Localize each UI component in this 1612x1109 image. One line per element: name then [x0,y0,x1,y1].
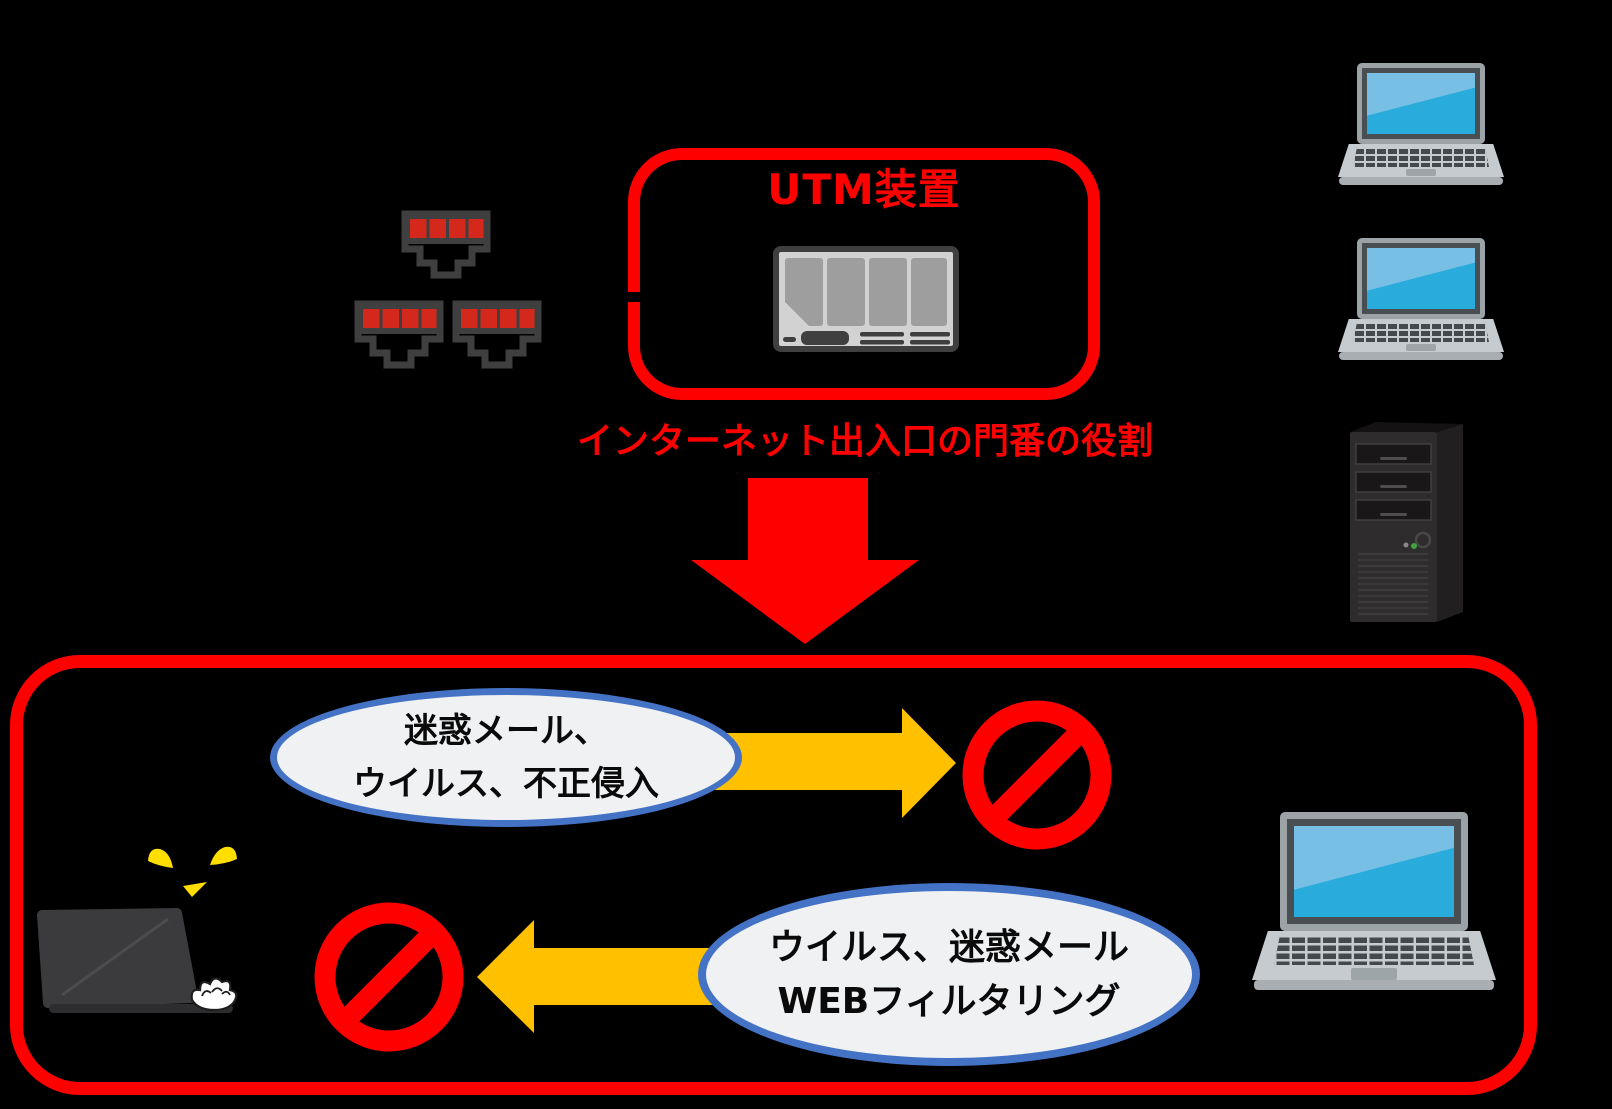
laptop-keyboard [1353,322,1489,342]
prohibition-icon [314,902,464,1052]
laptop-bottom-edge [1339,177,1503,185]
inbound-threats-line1: 迷惑メール、 [404,710,608,751]
laptop-keyboard [1353,147,1489,167]
laptop-screen [1294,826,1454,917]
laptop-screen [1367,248,1475,309]
screen-glare [1294,826,1454,890]
laptop-keyboard [1274,935,1474,965]
screen-glare [1367,73,1475,116]
laptop-bottom-edge [1339,352,1503,360]
outbound-threats-line1: ウイルス、迷惑メール [768,926,1129,968]
hacker-hands-icon [190,977,238,1012]
utm-device-box [628,148,1100,400]
laptop-trackpad [1406,169,1436,176]
laptop-screen [1367,73,1475,134]
inbound-threats-line2: ウイルス、不正侵入 [353,763,659,804]
prohibition-icon [962,700,1112,850]
hacker-laptop-icon [37,908,233,1013]
laptop-icon [1338,63,1504,187]
border-gap [620,292,648,302]
hacker-face-icon [148,846,237,897]
protection-zone-box [10,655,1537,1095]
outbound-threats-bubble: ウイルス、迷惑メール WEBフィルタリング [698,883,1200,1066]
laptop-trackpad [1406,344,1436,351]
laptop-icon [1252,812,1496,994]
inbound-threats-bubble: 迷惑メール、 ウイルス、不正侵入 [270,688,742,827]
laptop-bottom-edge [1254,980,1494,990]
laptop-icon [1338,238,1504,362]
laptop-trackpad [1351,968,1397,980]
rj45-port-icon [354,300,444,369]
utm-device-title: UTM装置 [767,165,961,214]
rj45-port-icon [401,210,491,279]
red-down-arrow-icon [691,478,919,644]
server-tower-icon [1350,422,1463,622]
screen-glare [1367,248,1475,291]
rj45-port-icon [452,300,542,369]
utm-appliance-icon [773,246,959,352]
outbound-threats-line2: WEBフィルタリング [777,980,1121,1022]
gatekeeper-caption: インターネット出入口の門番の役割 [576,421,1153,462]
